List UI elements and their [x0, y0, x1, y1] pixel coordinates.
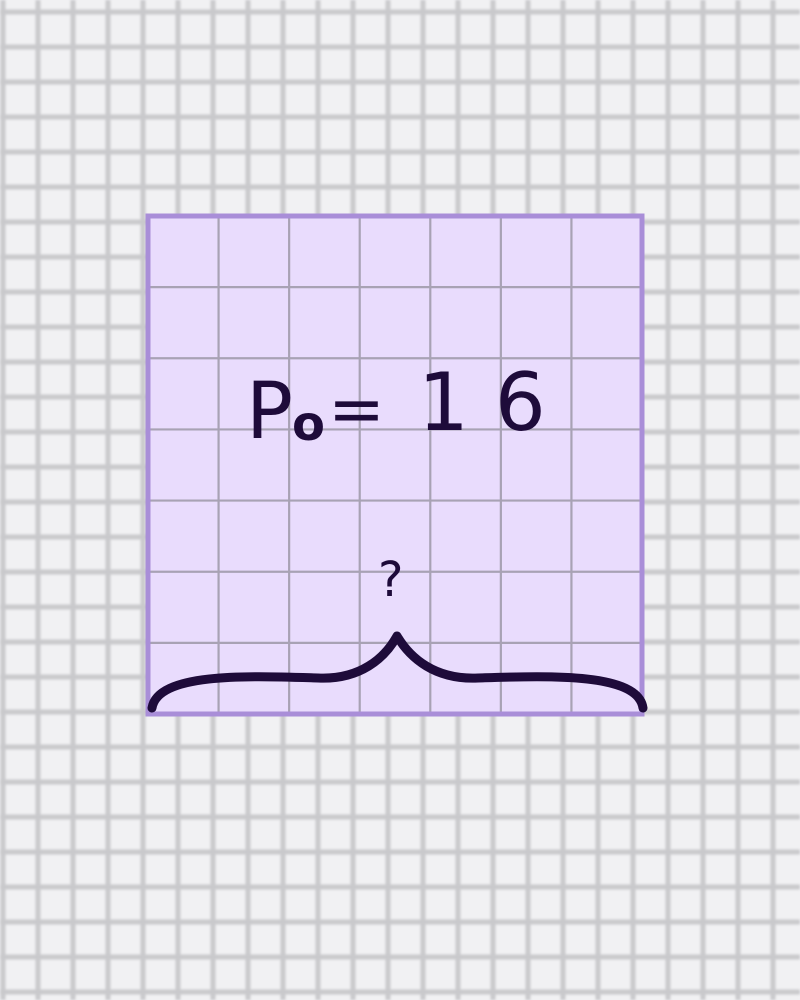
perimeter-formula: P o = 16	[246, 356, 572, 457]
equals-sign: =	[328, 370, 385, 449]
perimeter-value: 16	[418, 356, 572, 449]
square-border	[145, 213, 645, 717]
square-grid-lines	[148, 216, 642, 714]
square-shape	[148, 216, 642, 714]
perimeter-subscript: o	[292, 396, 325, 452]
question-mark: ?	[378, 552, 403, 608]
curly-brace	[147, 631, 648, 713]
perimeter-symbol: P	[246, 367, 293, 457]
